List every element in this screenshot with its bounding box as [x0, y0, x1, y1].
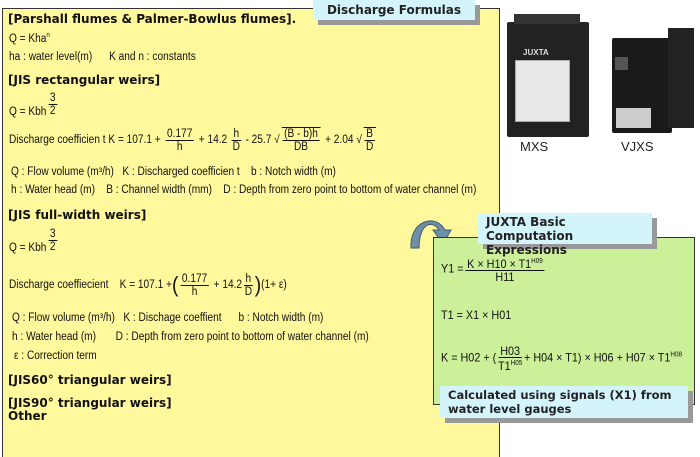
- jis90-heading: [JIS90° triangular weirs]: [8, 396, 172, 410]
- rect-legend-2: h : Water head (m) B : Channel width (mm…: [11, 184, 477, 196]
- full-width-heading: [JIS full-width weirs]: [8, 208, 147, 222]
- mxs-label: MXS: [520, 139, 549, 154]
- jis60-heading: [JIS60° triangular weirs]: [8, 373, 172, 387]
- full-width-coefficient-formula: Discharge coeffiecient K = 107.1 +(0.177…: [9, 272, 287, 298]
- rect-heading: [JIS rectangular weirs]: [8, 73, 161, 87]
- full-width-legend-1: Q : Flow volume (m³/h) K : Dischage coef…: [12, 312, 324, 324]
- t1-formula: T1 = X1 × H01: [441, 308, 512, 322]
- juxta-note: Calculated using signals (X1) from water…: [440, 386, 688, 418]
- rect-coefficient-formula: Discharge coefficien t K = 107.1 + 0.177…: [9, 127, 377, 153]
- rect-legend-1: Q : Flow volume (m³/h) K : Discharged co…: [11, 166, 336, 178]
- juxta-title: JUXTA Basic Computation Expressions: [478, 213, 652, 257]
- parshall-legend: ha : water level(m) K and n : constants: [9, 51, 196, 63]
- parshall-heading: [Parshall flumes & Palmer-Bowlus flumes]…: [8, 12, 297, 26]
- other-heading: Other: [8, 409, 47, 423]
- juxta-logo: JUXTA: [523, 48, 549, 57]
- full-width-legend-2: h : Water head (m) D : Depth from zero p…: [12, 331, 369, 343]
- vjxs-label: VJXS: [621, 139, 654, 154]
- discharge-formulas-title: Discharge Formulas: [313, 0, 475, 20]
- full-width-legend-3: ε : Correction term: [14, 350, 97, 362]
- parshall-formula: Q = Khan: [9, 32, 50, 45]
